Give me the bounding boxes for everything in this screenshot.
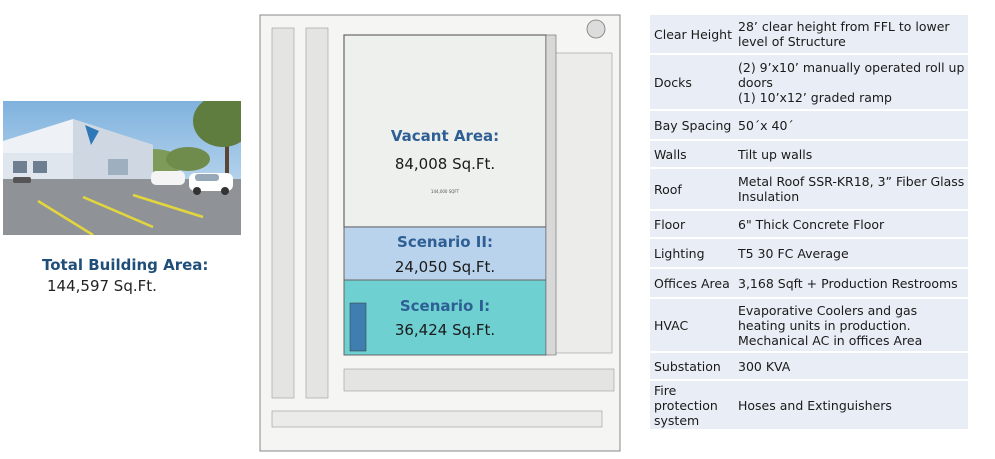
spec-value: Hoses and Extinguishers	[735, 381, 968, 429]
spec-label: Lighting	[650, 239, 735, 267]
spec-value: 300 KVA	[735, 353, 968, 379]
spec-label: Walls	[650, 141, 735, 167]
spec-value: T5 30 FC Average	[735, 239, 968, 267]
parking-strip-bottom	[343, 368, 615, 392]
spec-value: (2) 9’x10’ manually operated roll up doo…	[735, 55, 968, 109]
vacant-area-value: 84,008 Sq.Ft.	[395, 155, 495, 173]
spec-label: Substation	[650, 353, 735, 379]
spec-row-floor: Floor 6" Thick Concrete Floor	[650, 211, 968, 237]
dock-strip	[545, 34, 557, 356]
scenario-1-area	[343, 279, 547, 356]
spec-row-clear-height: Clear Height 28’ clear height from FFL t…	[650, 15, 968, 53]
truck-court	[549, 52, 613, 354]
spec-label: Fire protection system	[650, 381, 735, 429]
scenario-1-value: 36,424 Sq.Ft.	[395, 321, 495, 339]
building-photo-image	[3, 101, 241, 235]
spec-row-walls: Walls Tilt up walls	[650, 141, 968, 167]
spec-value: 50´x 40´	[735, 111, 968, 139]
spec-value: Metal Roof SSR-KR18, 3” Fiber Glass Insu…	[735, 169, 968, 209]
spec-row-bay-spacing: Bay Spacing 50´x 40´	[650, 111, 968, 139]
spec-value: 3,168 Sqft + Production Restrooms	[735, 269, 968, 297]
spec-label: Roof	[650, 169, 735, 209]
landscape-strip-bottom	[271, 410, 603, 428]
spec-row-substation: Substation 300 KVA	[650, 353, 968, 379]
scenario-2-value: 24,050 Sq.Ft.	[395, 258, 495, 276]
parking-strip-left-1	[271, 27, 295, 399]
spec-label: HVAC	[650, 299, 735, 351]
spec-row-offices-area: Offices Area 3,168 Sqft + Production Res…	[650, 269, 968, 297]
scenario-2-label: Scenario II:	[397, 233, 493, 251]
specifications-table: Clear Height 28’ clear height from FFL t…	[650, 13, 968, 431]
parking-strip-left-2	[305, 27, 329, 399]
total-building-area-value: 144,597 Sq.Ft.	[47, 277, 157, 295]
spec-row-lighting: Lighting T5 30 FC Average	[650, 239, 968, 267]
spec-label: Bay Spacing	[650, 111, 735, 139]
spec-value: 28’ clear height from FFL to lower level…	[735, 15, 968, 53]
spec-label: Docks	[650, 55, 735, 109]
spec-row-docks: Docks (2) 9’x10’ manually operated roll …	[650, 55, 968, 109]
total-building-area-label: Total Building Area:	[42, 256, 209, 274]
spec-row-fire-protection: Fire protection system Hoses and Extingu…	[650, 381, 968, 429]
vacant-area-label: Vacant Area:	[391, 127, 499, 145]
round-feature	[586, 19, 606, 39]
spec-label: Clear Height	[650, 15, 735, 53]
spec-label: Offices Area	[650, 269, 735, 297]
building-size-note: 144,000 SQFT	[431, 189, 460, 194]
vacant-area	[343, 34, 547, 228]
offices-block	[349, 302, 367, 352]
spec-value: Tilt up walls	[735, 141, 968, 167]
spec-row-hvac: HVAC Evaporative Coolers and gas heating…	[650, 299, 968, 351]
site-plan: Vacant Area: 84,008 Sq.Ft. 144,000 SQFT …	[259, 14, 621, 452]
spec-value: Evaporative Coolers and gas heating unit…	[735, 299, 968, 351]
scenario-1-label: Scenario I:	[400, 297, 490, 315]
spec-row-roof: Roof Metal Roof SSR-KR18, 3” Fiber Glass…	[650, 169, 968, 209]
spec-label: Floor	[650, 211, 735, 237]
spec-value: 6" Thick Concrete Floor	[735, 211, 968, 237]
building-photo	[3, 101, 241, 235]
